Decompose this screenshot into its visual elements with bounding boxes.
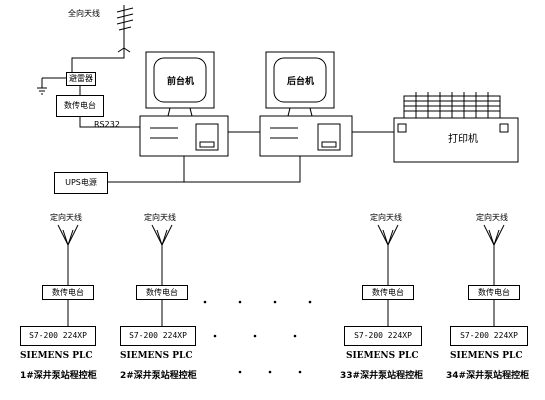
station-3-antenna-icon <box>377 224 399 326</box>
station-3-brand: SIEMENS PLC <box>346 351 419 361</box>
ellipsis-dots <box>203 300 312 374</box>
station-2-antenna-label: 定向天线 <box>144 213 176 222</box>
station-1-brand: SIEMENS PLC <box>20 351 93 361</box>
central-radio-box: 数传电台 <box>56 95 104 117</box>
back-pc-case <box>259 115 353 157</box>
arrester-box: 避雷器 <box>66 72 96 86</box>
station-1-radio-box: 数传电台 <box>42 285 94 300</box>
antenna-cable <box>71 48 125 72</box>
omni-antenna-label: 全向天线 <box>68 9 100 18</box>
station-4-radio-box: 数传电台 <box>468 285 520 300</box>
station-4-cabinet: 34#深井泵站程控柜 <box>446 371 530 381</box>
station-1-antenna-icon <box>57 224 79 326</box>
station-3-plc-box: S7-200 224XP <box>344 326 422 346</box>
station-3-antenna-label: 定向天线 <box>370 213 402 222</box>
station-1-plc-box: S7-200 224XP <box>20 326 96 346</box>
ground-icon <box>37 77 66 95</box>
front-pc-label: 前台机 <box>167 77 195 87</box>
station-4-antenna-icon <box>483 224 505 326</box>
front-pc-case <box>139 115 229 157</box>
station-2-plc-box: S7-200 224XP <box>120 326 196 346</box>
rs232-cable <box>79 117 140 128</box>
station-4-antenna-label: 定向天线 <box>476 213 508 222</box>
ups-power-line <box>108 156 301 183</box>
station-2-antenna-icon <box>151 224 173 326</box>
station-2-cabinet: 2#深井泵站程控柜 <box>120 371 197 381</box>
station-3-radio-box: 数传电台 <box>362 285 414 300</box>
station-1-cabinet: 1#深井泵站程控柜 <box>20 371 97 381</box>
station-3-cabinet: 33#深井泵站程控柜 <box>340 371 424 381</box>
station-4-plc-box: S7-200 224XP <box>450 326 528 346</box>
station-1-antenna-label: 定向天线 <box>50 213 82 222</box>
rs232-label: RS232 <box>94 120 120 129</box>
station-2-radio-box: 数传电台 <box>136 285 188 300</box>
printer-label: 打印机 <box>448 134 478 145</box>
station-2-brand: SIEMENS PLC <box>120 351 193 361</box>
omni-antenna-icon <box>116 5 134 53</box>
ups-box: UPS电源 <box>54 172 108 194</box>
station-4-brand: SIEMENS PLC <box>450 351 523 361</box>
printer-icon <box>393 92 519 163</box>
back-pc-label: 后台机 <box>287 77 315 87</box>
